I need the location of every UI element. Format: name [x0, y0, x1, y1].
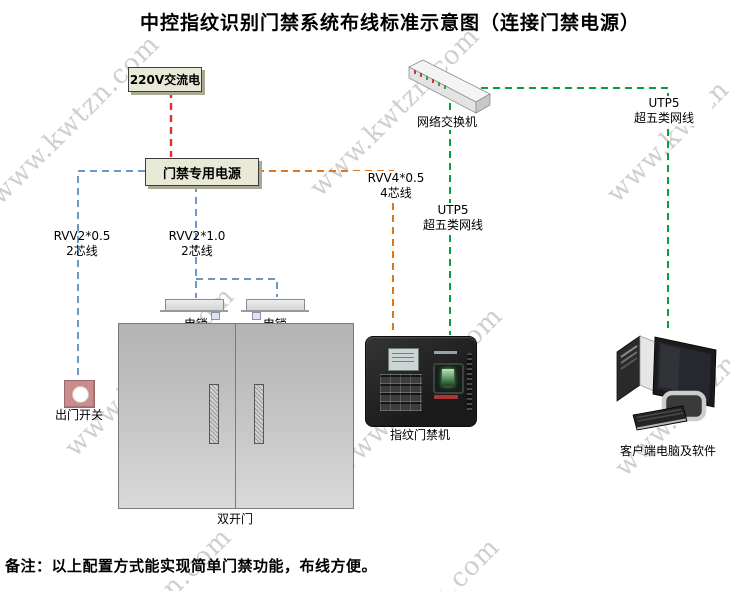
door-handle-right: [254, 384, 264, 444]
terminal-brand-badge: [434, 351, 457, 354]
exit-button-wire: [77, 170, 145, 379]
diagram-note: 备注：以上配置方式能实现简单门禁功能，布线方便。: [5, 557, 378, 575]
lock-flange-left: [160, 310, 228, 312]
lock-tab-left: [211, 312, 220, 320]
terminal-side-vents: [467, 353, 472, 411]
terminal-screen: [388, 348, 419, 371]
exit-button-circle: [72, 386, 89, 403]
cable-label-rvv2-05: RVV2*0.5 2芯线: [34, 229, 130, 259]
ac-power-node: 220V交流电: [128, 67, 202, 92]
exit-button-label: 出门开关: [54, 408, 103, 422]
ac-power-label: 220V交流电: [129, 73, 201, 87]
access-power-label: 门禁专用电源: [162, 166, 241, 182]
screen-content: [392, 353, 414, 363]
cable-type: RVV4*0.5: [367, 171, 425, 185]
cable-cores: 超五类网线: [633, 111, 694, 125]
pc-keyboard-edge: [636, 418, 687, 430]
cable-type: RVV2*0.5: [53, 229, 111, 243]
switch-pc-wire: [481, 87, 669, 331]
pc-monitor-screen: [657, 342, 711, 401]
switch-led: [414, 70, 416, 74]
pc-screen-glare: [659, 344, 680, 391]
cable-label-utp5-right: UTP5 超五类网线: [616, 96, 712, 126]
double-door: [118, 323, 354, 509]
door-handle-left: [209, 384, 219, 444]
switch-led: [432, 79, 434, 83]
cable-cores: 超五类网线: [422, 218, 483, 232]
fingerprint-terminal-label: 指纹门禁机: [389, 428, 450, 442]
terminal-keypad: [380, 374, 422, 411]
switch-led: [420, 73, 422, 77]
network-switch-label: 网络交换机: [400, 115, 494, 130]
diagram-title: 中控指纹识别门禁系统布线标准示意图（连接门禁电源）: [139, 12, 640, 34]
double-door-label: 双开门: [216, 512, 253, 526]
door-divider: [235, 324, 236, 508]
pc-drive-bay: [620, 351, 638, 364]
pc-drive-bay: [620, 345, 638, 358]
switch-end-face: [475, 93, 491, 114]
cable-cores: 4芯线: [380, 186, 412, 200]
lock-wire: [195, 185, 278, 298]
client-pc-label: 客户端电脑及软件: [619, 444, 716, 458]
cable-type: UTP5: [648, 96, 680, 110]
sensor-window: [442, 369, 454, 386]
fingerprint-sensor: [433, 363, 464, 394]
pc-key-row: [637, 412, 684, 422]
cable-label-utp5-mid: UTP5 超五类网线: [405, 203, 501, 233]
switch-led: [426, 76, 428, 80]
fingerprint-terminal: [365, 336, 477, 427]
pc-key-row: [636, 408, 682, 419]
lock-tab-right: [252, 312, 261, 320]
exit-button: [64, 380, 95, 408]
switch-led: [444, 85, 446, 89]
lock-flange-right: [241, 310, 309, 312]
cable-label-rvv2-10: RVV2*1.0 2芯线: [149, 229, 245, 259]
terminal-red-logo: [434, 395, 458, 399]
cable-label-rvv4-05: RVV4*0.5 4芯线: [348, 171, 444, 201]
switch-led: [438, 82, 440, 86]
access-power-node: 门禁专用电源: [145, 158, 259, 186]
cable-type: RVV2*1.0: [168, 229, 226, 243]
network-switch: [408, 59, 491, 114]
pc-keyboard: [632, 405, 688, 431]
client-pc: [616, 335, 717, 431]
pc-drive-bay: [620, 357, 638, 370]
cable-cores: 2芯线: [181, 244, 213, 258]
cable-cores: 2芯线: [66, 244, 98, 258]
cable-type: UTP5: [437, 203, 469, 217]
